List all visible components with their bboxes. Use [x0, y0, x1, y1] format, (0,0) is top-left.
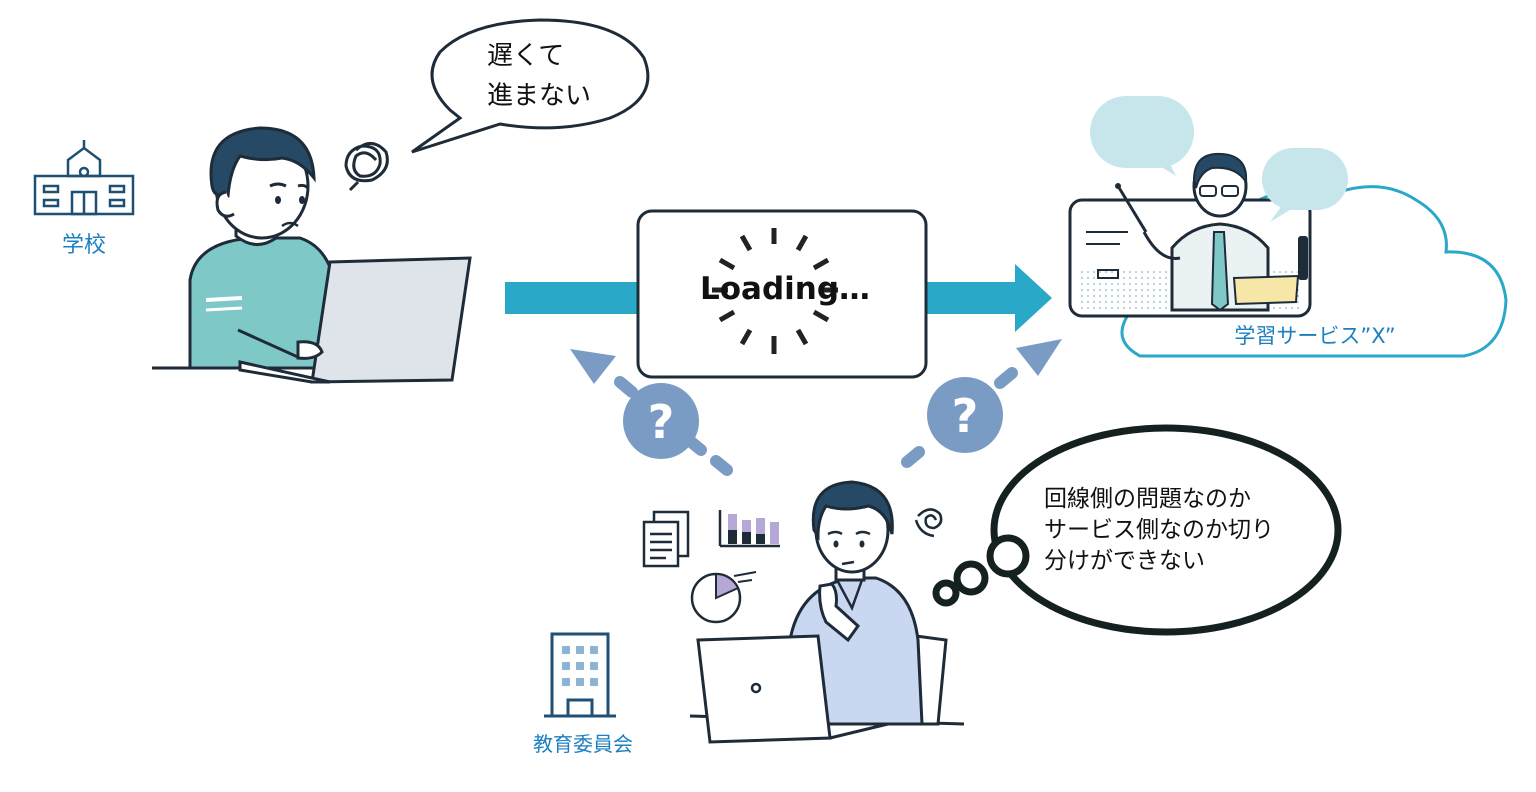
spinner-icon	[712, 228, 838, 354]
question-arrow-left: ?	[570, 349, 733, 476]
student-illustration	[152, 126, 472, 384]
main-flow-arrow	[505, 264, 1052, 332]
school-label: 学校	[62, 233, 106, 258]
question-arrow-right: ?	[901, 339, 1062, 468]
documents-icon	[642, 510, 690, 568]
office-building-icon	[544, 632, 616, 718]
question-mark-right: ?	[952, 389, 979, 443]
loading-box: Loading…	[636, 209, 928, 379]
question-mark-left: ?	[648, 395, 675, 449]
officer-thought-bubble: 回線側の問題なのか サービス側なのか切り 分けができない	[932, 424, 1342, 636]
confused-swirl-icon	[914, 508, 943, 538]
student-speech-bubble: 遅くて 進まない	[411, 18, 650, 154]
student-bubble-line-1: 遅くて	[487, 41, 564, 71]
question-badge-left	[623, 383, 699, 459]
question-badge-right	[927, 377, 1003, 453]
teacher-screen	[1068, 96, 1348, 318]
officer-illustration	[689, 480, 965, 744]
student-bubble-line-2: 進まない	[487, 81, 591, 111]
service-label: 学習サービス”X”	[1234, 324, 1395, 348]
officer-bubble-line-2: サービス側なのか切り	[1044, 517, 1274, 543]
frustration-scribble-icon	[344, 142, 389, 192]
loading-text: Loading…	[700, 271, 870, 307]
pie-chart-icon	[690, 571, 757, 624]
officer-bubble-line-1: 回線側の問題なのか	[1044, 486, 1251, 512]
officer-bubble-line-3: 分けができない	[1044, 548, 1205, 574]
board-label: 教育委員会	[533, 732, 633, 756]
school-building-icon	[33, 140, 135, 216]
bar-chart-icon	[718, 510, 780, 548]
